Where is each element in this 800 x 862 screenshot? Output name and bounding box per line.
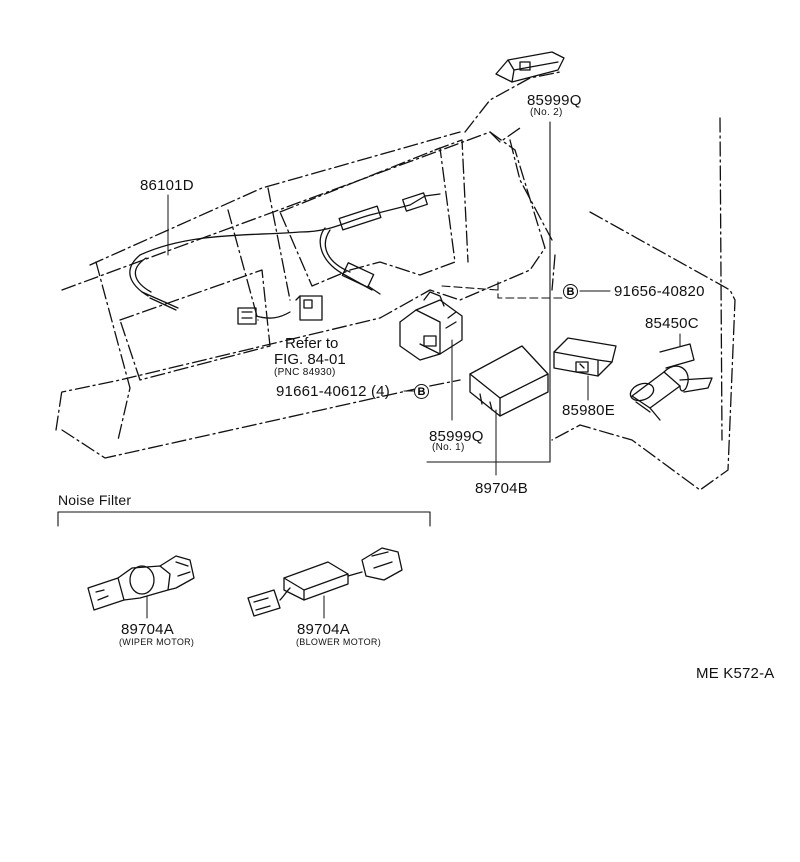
bolt-marker-b-right: B bbox=[563, 284, 578, 299]
label-89704A-wiper: 89704A bbox=[121, 621, 174, 638]
label-85999Q-top: 85999Q bbox=[527, 92, 582, 109]
refer-to-line2: FIG. 84-01 bbox=[274, 351, 346, 368]
bolt-marker-b-left: B bbox=[414, 384, 429, 399]
bolt-leaders bbox=[404, 291, 610, 391]
noise-filter-box-89704B bbox=[470, 346, 548, 475]
label-91661-40612: 91661-40612 (4) bbox=[276, 383, 390, 400]
refer-to-line3: (PNC 84930) bbox=[274, 367, 336, 378]
label-89704A-wiper-sub: (WIPER MOTOR) bbox=[119, 637, 195, 647]
label-85450C: 85450C bbox=[645, 315, 699, 332]
noise-filter-title: Noise Filter bbox=[58, 492, 132, 508]
leader-91656-dashed bbox=[442, 286, 563, 298]
label-85999Q-bottom: 85999Q bbox=[429, 428, 484, 445]
filter-wiper-motor bbox=[88, 556, 194, 618]
label-85999Q-top-sub: (No. 2) bbox=[530, 107, 563, 118]
label-89704A-blower: 89704A bbox=[297, 621, 350, 638]
instrument-panel-outline bbox=[56, 72, 735, 490]
label-86101D: 86101D bbox=[140, 177, 194, 194]
bracket-85999Q-no1 bbox=[400, 292, 462, 420]
label-91656-40820: 91656-40820 bbox=[614, 283, 705, 300]
leader-85999Q-bracket bbox=[427, 122, 550, 462]
label-85999Q-bottom-sub: (No. 1) bbox=[432, 442, 465, 453]
motor-85450C bbox=[628, 334, 712, 420]
label-89704A-blower-sub: (BLOWER MOTOR) bbox=[296, 637, 382, 647]
figure-code: ME K572-A bbox=[696, 665, 775, 682]
label-89704B: 89704B bbox=[475, 480, 528, 497]
noise-filter-bracket bbox=[58, 512, 430, 526]
filter-blower-motor bbox=[248, 548, 402, 618]
relay-85999Q-no2 bbox=[496, 52, 564, 82]
switch-85980E bbox=[554, 338, 616, 400]
cable-86101D bbox=[130, 193, 440, 310]
refer-to-line1: Refer to bbox=[285, 335, 339, 352]
label-85980E: 85980E bbox=[562, 402, 615, 419]
wiring-connector-refer bbox=[238, 296, 322, 324]
